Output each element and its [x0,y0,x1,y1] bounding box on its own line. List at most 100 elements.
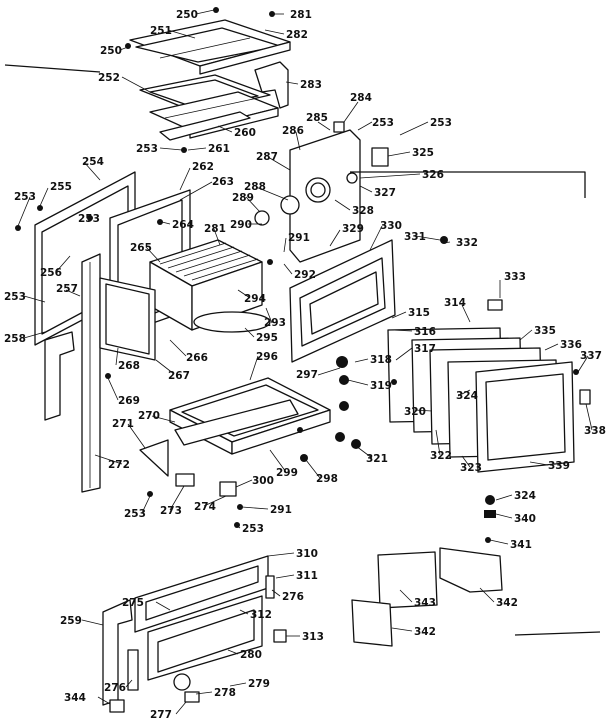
part-label: 253 [242,523,264,535]
part-label: 284 [350,92,372,104]
part-label: 324 [456,390,478,402]
part-label: 275 [122,597,144,609]
part-label: 324 [514,490,536,502]
part-label: 290 [230,219,252,231]
top-cover-part [129,19,291,75]
part-label: 281 [204,223,226,235]
screw-parts [15,7,579,543]
part-label: 272 [108,459,130,471]
part-label: 261 [208,143,230,155]
side-trim-part [254,61,289,109]
part-label: 336 [560,339,582,351]
part-label: 323 [460,462,482,474]
part-label: 310 [296,548,318,560]
drawer-slide-part [174,399,299,446]
part-label: 292 [294,269,316,281]
part-label: 280 [240,649,262,661]
part-label: 297 [296,369,318,381]
part-label: 253 [4,291,26,303]
part-label: 340 [514,513,536,525]
part-label: 337 [580,350,602,362]
part-label: 257 [56,283,78,295]
oven-rack-part [149,239,263,331]
part-label: 279 [248,678,270,690]
part-label: 268 [118,360,140,372]
part-label: 258 [4,333,26,345]
part-label: 343 [414,597,436,609]
part-label: 322 [430,450,452,462]
part-label: 318 [370,354,392,366]
part-label: 270 [138,410,160,422]
part-label: 252 [98,72,120,84]
part-label: 342 [414,626,436,638]
part-label: 299 [276,467,298,479]
part-label: 266 [186,352,208,364]
leader-lines [17,9,593,715]
part-label: 253 [372,117,394,129]
part-label: 333 [504,271,526,283]
part-label: 294 [244,293,266,305]
part-label: 282 [286,29,308,41]
part-label: 316 [414,326,436,338]
rear-control-panel-part [254,129,361,263]
part-label: 341 [510,539,532,551]
part-label: 262 [192,161,214,173]
part-label: 335 [534,325,556,337]
part-label: 298 [316,473,338,485]
part-label: 255 [50,181,72,193]
part-label: 281 [290,9,312,21]
part-label: 251 [150,25,172,37]
part-label: 314 [444,297,466,309]
part-label: 263 [212,176,234,188]
part-label: 311 [296,570,318,582]
part-label: 295 [256,332,278,344]
part-label: 327 [374,187,396,199]
part-label: 283 [300,79,322,91]
handle-bracket-part [487,299,591,405]
part-label: 253 [136,143,158,155]
part-label: 271 [112,418,134,430]
part-label: 320 [404,406,426,418]
part-label: 319 [370,380,392,392]
storage-panel-part [351,547,503,647]
side-rail-part [81,253,101,493]
part-label: 285 [306,112,328,124]
kick-side-bracket-part [102,575,287,713]
part-label: 256 [40,267,62,279]
part-label: 267 [168,370,190,382]
bracket-strip-part [159,111,251,141]
part-label: 315 [408,307,430,319]
part-label: 326 [422,169,444,181]
part-label: 289 [232,192,254,204]
part-label: 250 [176,9,198,21]
part-label: 325 [412,147,434,159]
part-label: 274 [194,501,216,513]
terminal-block-part [346,147,389,184]
part-label: 278 [214,687,236,699]
part-label: 329 [342,223,364,235]
part-label: 291 [270,504,292,516]
part-label: 265 [130,242,152,254]
part-label: 287 [256,151,278,163]
part-label: 300 [252,475,274,487]
part-label: 331 [404,231,426,243]
drawer-bracket-part [139,439,237,497]
part-label: 332 [456,237,478,249]
part-label: 338 [584,425,606,437]
part-label: 277 [150,709,172,721]
part-label: 330 [380,220,402,232]
insulation-panel-part [139,74,271,113]
part-label: 291 [288,232,310,244]
part-label: 269 [118,395,140,407]
side-bracket-part [44,331,75,421]
part-label: 317 [414,343,436,355]
part-label: 339 [548,460,570,472]
inner-door-panel-part [99,277,156,361]
part-label: 254 [82,156,104,168]
clip-part [333,121,345,133]
part-label: 312 [250,609,272,621]
part-number-labels: 250 281 251 282 250 252 283 260 261 253 … [4,9,606,721]
part-label: 293 [264,317,286,329]
part-label: 253 [78,213,100,225]
